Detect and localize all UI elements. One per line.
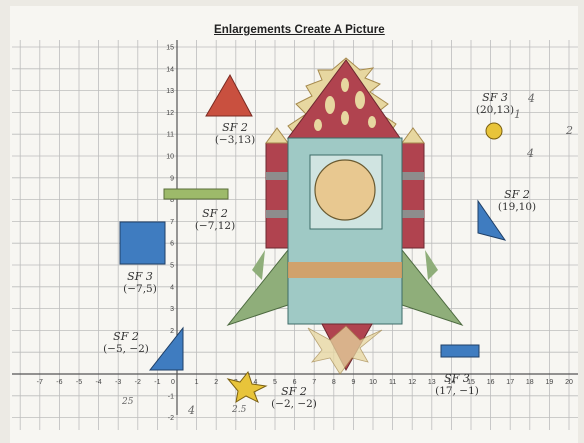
y-tick-label: 3 — [170, 306, 174, 313]
x-tick-label: 4 — [253, 379, 257, 386]
scale-factor-text: SF 2 — [281, 385, 307, 398]
scale-factor-text: SF 2 — [222, 121, 248, 134]
scale-factor-text: SF 3 — [444, 372, 470, 385]
x-tick-label: 8 — [332, 379, 336, 386]
y-tick-label: 13 — [166, 88, 174, 95]
label-right-triangle: SF 2 (19,10) — [492, 188, 542, 214]
scale-factor-text: SF 2 — [504, 188, 530, 201]
y-tick-label: 14 — [166, 66, 174, 73]
scribble: 2 — [566, 124, 573, 137]
x-tick-label: 18 — [526, 379, 534, 386]
x-tick-label: 7 — [312, 379, 316, 386]
y-tick-label: 11 — [167, 132, 174, 139]
x-tick-label: 1 — [195, 379, 199, 386]
center-point-text: (−7,5) — [123, 283, 157, 295]
y-tick-label: 5 — [170, 263, 174, 270]
label-star: SF 2 (−2, −2) — [264, 385, 324, 411]
x-tick-label: 0 — [171, 379, 175, 386]
green-rectangle — [163, 188, 229, 200]
x-tick-label: -2 — [135, 379, 141, 386]
yellow-star — [226, 370, 268, 404]
x-tick-label: -1 — [154, 379, 160, 386]
x-tick-label: 6 — [293, 379, 297, 386]
y-tick-label: 9 — [170, 175, 174, 182]
x-tick-label: 11 — [389, 379, 396, 386]
right-blue-triangle — [477, 199, 507, 241]
x-tick-label: 16 — [487, 379, 495, 386]
center-point-text: (17, −1) — [435, 385, 479, 397]
x-tick-label: -5 — [76, 379, 82, 386]
y-tick-label: 7 — [170, 219, 174, 226]
scale-factor-text: SF 3 — [127, 270, 153, 283]
x-tick-label: 10 — [369, 379, 377, 386]
y-tick-label: 4 — [170, 284, 174, 291]
x-tick-label: -4 — [95, 379, 101, 386]
label-small-triangle: SF 2 (−5, −2) — [96, 330, 156, 356]
y-tick-label: 15 — [166, 45, 174, 52]
x-tick-label: 5 — [273, 379, 277, 386]
y-tick-label: 2 — [170, 328, 174, 335]
y-tick-label: 12 — [166, 110, 174, 117]
x-tick-label: -7 — [37, 379, 43, 386]
label-bar: SF 3 (17, −1) — [432, 372, 482, 398]
y-tick-label: 6 — [170, 241, 174, 248]
center-point-text: (−7,12) — [194, 220, 236, 232]
center-point-text: (19,10) — [497, 201, 537, 213]
scribble: 2.5 — [232, 405, 247, 415]
scale-factor-text: SF 3 — [482, 91, 508, 104]
x-tick-label: 17 — [506, 379, 514, 386]
x-tick-label: 2 — [214, 379, 218, 386]
y-tick-label: 10 — [166, 154, 174, 161]
x-tick-label: 15 — [467, 379, 475, 386]
scale-factor-text: SF 2 — [202, 207, 228, 220]
x-tick-label: -3 — [115, 379, 121, 386]
y-tick-label: -2 — [168, 415, 174, 422]
x-tick-label: 19 — [546, 379, 554, 386]
small-blue-triangle — [148, 326, 184, 371]
axis-ticks: -7-6-5-4-3-2-101234567891011121314151617… — [37, 45, 573, 423]
x-tick-label: 20 — [565, 379, 573, 386]
x-tick-label: 9 — [351, 379, 355, 386]
center-point-text: (−3,13) — [214, 134, 256, 146]
x-tick-label: 13 — [428, 379, 436, 386]
scribble: 4 — [528, 92, 535, 105]
red-triangle — [205, 73, 253, 117]
worksheet-title: Enlargements Create A Picture — [214, 24, 385, 36]
center-point-text: (20,13) — [475, 104, 515, 116]
center-point-text: (−5, −2) — [103, 343, 149, 355]
y-tick-label: 8 — [170, 197, 174, 204]
label-triangle: SF 2 (−3,13) — [210, 121, 260, 147]
blue-square — [119, 221, 166, 265]
scribble: 25 — [122, 397, 134, 407]
x-tick-label: 14 — [448, 379, 456, 386]
y-tick-label: -1 — [168, 393, 174, 400]
blue-bar — [440, 344, 480, 358]
x-tick-label: -6 — [56, 379, 62, 386]
x-tick-label: 12 — [408, 379, 416, 386]
scribble: 4 — [527, 147, 534, 160]
label-circle: SF 3 (20,13) — [470, 91, 520, 117]
label-rectangle: SF 2 (−7,12) — [190, 207, 240, 233]
scale-factor-text: SF 2 — [113, 330, 139, 343]
yellow-circle — [485, 122, 503, 140]
center-point-text: (−2, −2) — [271, 398, 317, 410]
scribble: 1 — [514, 108, 521, 121]
scribble: 4 — [188, 404, 195, 417]
label-square: SF 3 (−7,5) — [115, 270, 165, 296]
rocket-drawing — [226, 57, 464, 375]
